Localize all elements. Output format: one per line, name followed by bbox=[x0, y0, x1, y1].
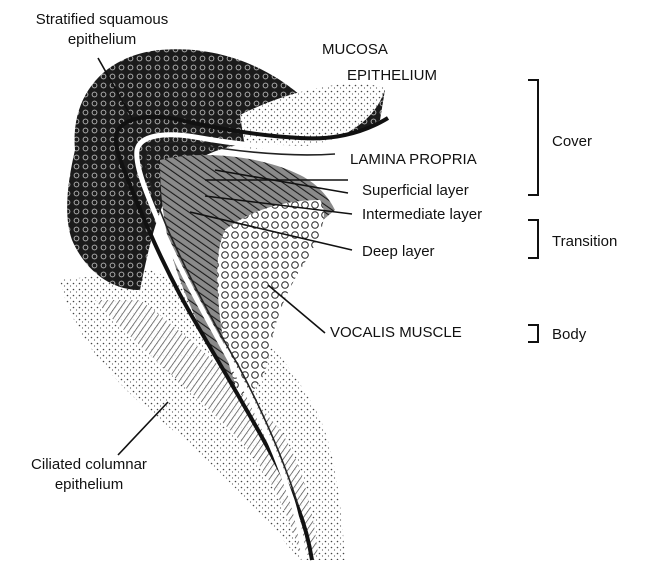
label-superficial-layer: Superficial layer bbox=[362, 181, 469, 201]
label-mucosa: MUCOSA bbox=[322, 40, 388, 60]
label-lamina-propria: LAMINA PROPRIA bbox=[350, 150, 477, 170]
label-ciliated-line2: epithelium bbox=[14, 475, 164, 495]
label-ciliated-line1: Ciliated columnar bbox=[14, 455, 164, 475]
group-label-transition: Transition bbox=[552, 232, 617, 252]
label-vocalis-muscle: VOCALIS MUSCLE bbox=[330, 323, 462, 343]
label-epithelium: EPITHELIUM bbox=[347, 66, 437, 86]
group-brackets bbox=[528, 80, 538, 342]
group-label-cover: Cover bbox=[552, 132, 592, 152]
label-deep-layer: Deep layer bbox=[362, 242, 435, 262]
label-stratified-line1: Stratified squamous bbox=[6, 10, 198, 30]
label-stratified-line2: epithelium bbox=[6, 30, 198, 50]
label-intermediate-layer: Intermediate layer bbox=[362, 205, 482, 225]
group-label-body: Body bbox=[552, 325, 586, 345]
